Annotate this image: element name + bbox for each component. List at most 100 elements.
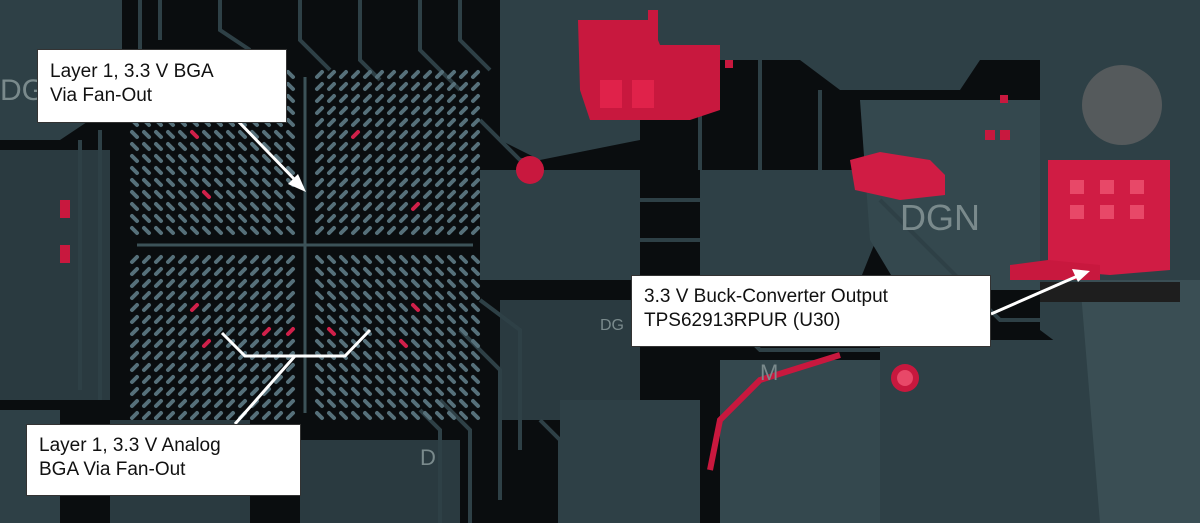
bga-via — [130, 130, 139, 139]
bga-via — [166, 327, 175, 336]
bga-via — [399, 118, 408, 127]
bga-via — [471, 118, 480, 127]
bga-via — [471, 178, 480, 187]
bga-via — [387, 226, 396, 235]
bga-via — [286, 291, 295, 300]
bga-via — [142, 339, 151, 348]
bga-via — [315, 214, 324, 223]
bga-via — [178, 411, 187, 420]
bga-via — [351, 267, 360, 276]
bga-via — [154, 255, 163, 264]
bga-via — [447, 375, 456, 384]
bga-via — [363, 279, 372, 288]
bga-via — [190, 375, 199, 384]
bga-via — [363, 202, 372, 211]
bga-via — [214, 255, 223, 264]
bga-via — [226, 190, 235, 199]
bga-via — [375, 387, 384, 396]
bga-via-grid — [130, 70, 480, 420]
analog-fanout-callout-line1: Layer 1, 3.3 V Analog — [39, 435, 221, 456]
buck-output-callout-line2: TPS62913RPUR (U30) — [644, 310, 841, 331]
bga-via — [250, 226, 259, 235]
bga-via — [327, 339, 336, 348]
bga-via — [375, 226, 384, 235]
bga-via — [202, 226, 211, 235]
bga-via — [375, 154, 384, 163]
bga-via — [202, 363, 211, 372]
bga-via — [238, 178, 247, 187]
bga-via — [226, 411, 235, 420]
bga-via — [178, 315, 187, 324]
bga-via — [459, 387, 468, 396]
bga-via — [423, 327, 432, 336]
bga-via — [250, 303, 259, 312]
bga-via — [190, 291, 199, 300]
bga-via — [447, 70, 456, 79]
bga-via — [274, 291, 283, 300]
bga-via — [238, 226, 247, 235]
bga-via — [262, 130, 271, 139]
bga-via — [387, 387, 396, 396]
bga-via — [339, 411, 348, 420]
bga-via — [130, 226, 139, 235]
bga-via — [286, 303, 295, 312]
bga-via — [459, 363, 468, 372]
bga-via — [202, 255, 211, 264]
bga-via — [154, 315, 163, 324]
bga-via — [459, 178, 468, 187]
callout-pointers — [220, 116, 1090, 425]
bga-via — [315, 178, 324, 187]
bga-via — [327, 142, 336, 151]
bga-via — [339, 303, 348, 312]
svg-text:DG: DG — [600, 317, 624, 334]
bga-via — [250, 387, 259, 396]
bga-via — [471, 94, 480, 103]
bga-via — [327, 279, 336, 288]
bga-via — [399, 106, 408, 115]
bga-via — [274, 166, 283, 175]
bga-via — [238, 303, 247, 312]
bga-via — [214, 315, 223, 324]
bga-via — [226, 178, 235, 187]
bga-via — [411, 387, 420, 396]
bga-via — [166, 363, 175, 372]
bga-via — [166, 178, 175, 187]
bga-via — [286, 339, 295, 348]
bga-via — [399, 190, 408, 199]
bga-via — [154, 166, 163, 175]
bga-via — [166, 255, 175, 264]
bga-via — [238, 214, 247, 223]
bga-via — [435, 363, 444, 372]
bga-via — [471, 70, 480, 79]
bga-via — [339, 190, 348, 199]
bga-via — [471, 130, 480, 139]
bga-via — [154, 178, 163, 187]
bga-via — [327, 106, 336, 115]
bga-via — [423, 154, 432, 163]
bga-via — [471, 279, 480, 288]
bga-via — [262, 214, 271, 223]
bga-via — [447, 255, 456, 264]
bga-via — [178, 190, 187, 199]
bga-via — [459, 202, 468, 211]
bga-via — [363, 339, 372, 348]
bga-via — [238, 327, 247, 336]
bga-via — [226, 166, 235, 175]
bga-via — [399, 178, 408, 187]
bga-via — [411, 178, 420, 187]
bga-via — [274, 255, 283, 264]
bga-via — [274, 178, 283, 187]
bga-via — [166, 166, 175, 175]
bga-via — [190, 387, 199, 396]
bga-via — [315, 202, 324, 211]
bga-via — [190, 142, 199, 151]
bga-via — [286, 154, 295, 163]
bga-via — [435, 154, 444, 163]
bga-via — [166, 267, 175, 276]
bga-via — [327, 190, 336, 199]
bga-via — [375, 255, 384, 264]
svg-text:D: D — [420, 445, 436, 470]
bga-via — [435, 387, 444, 396]
bga-via — [178, 202, 187, 211]
bga-via — [315, 303, 324, 312]
